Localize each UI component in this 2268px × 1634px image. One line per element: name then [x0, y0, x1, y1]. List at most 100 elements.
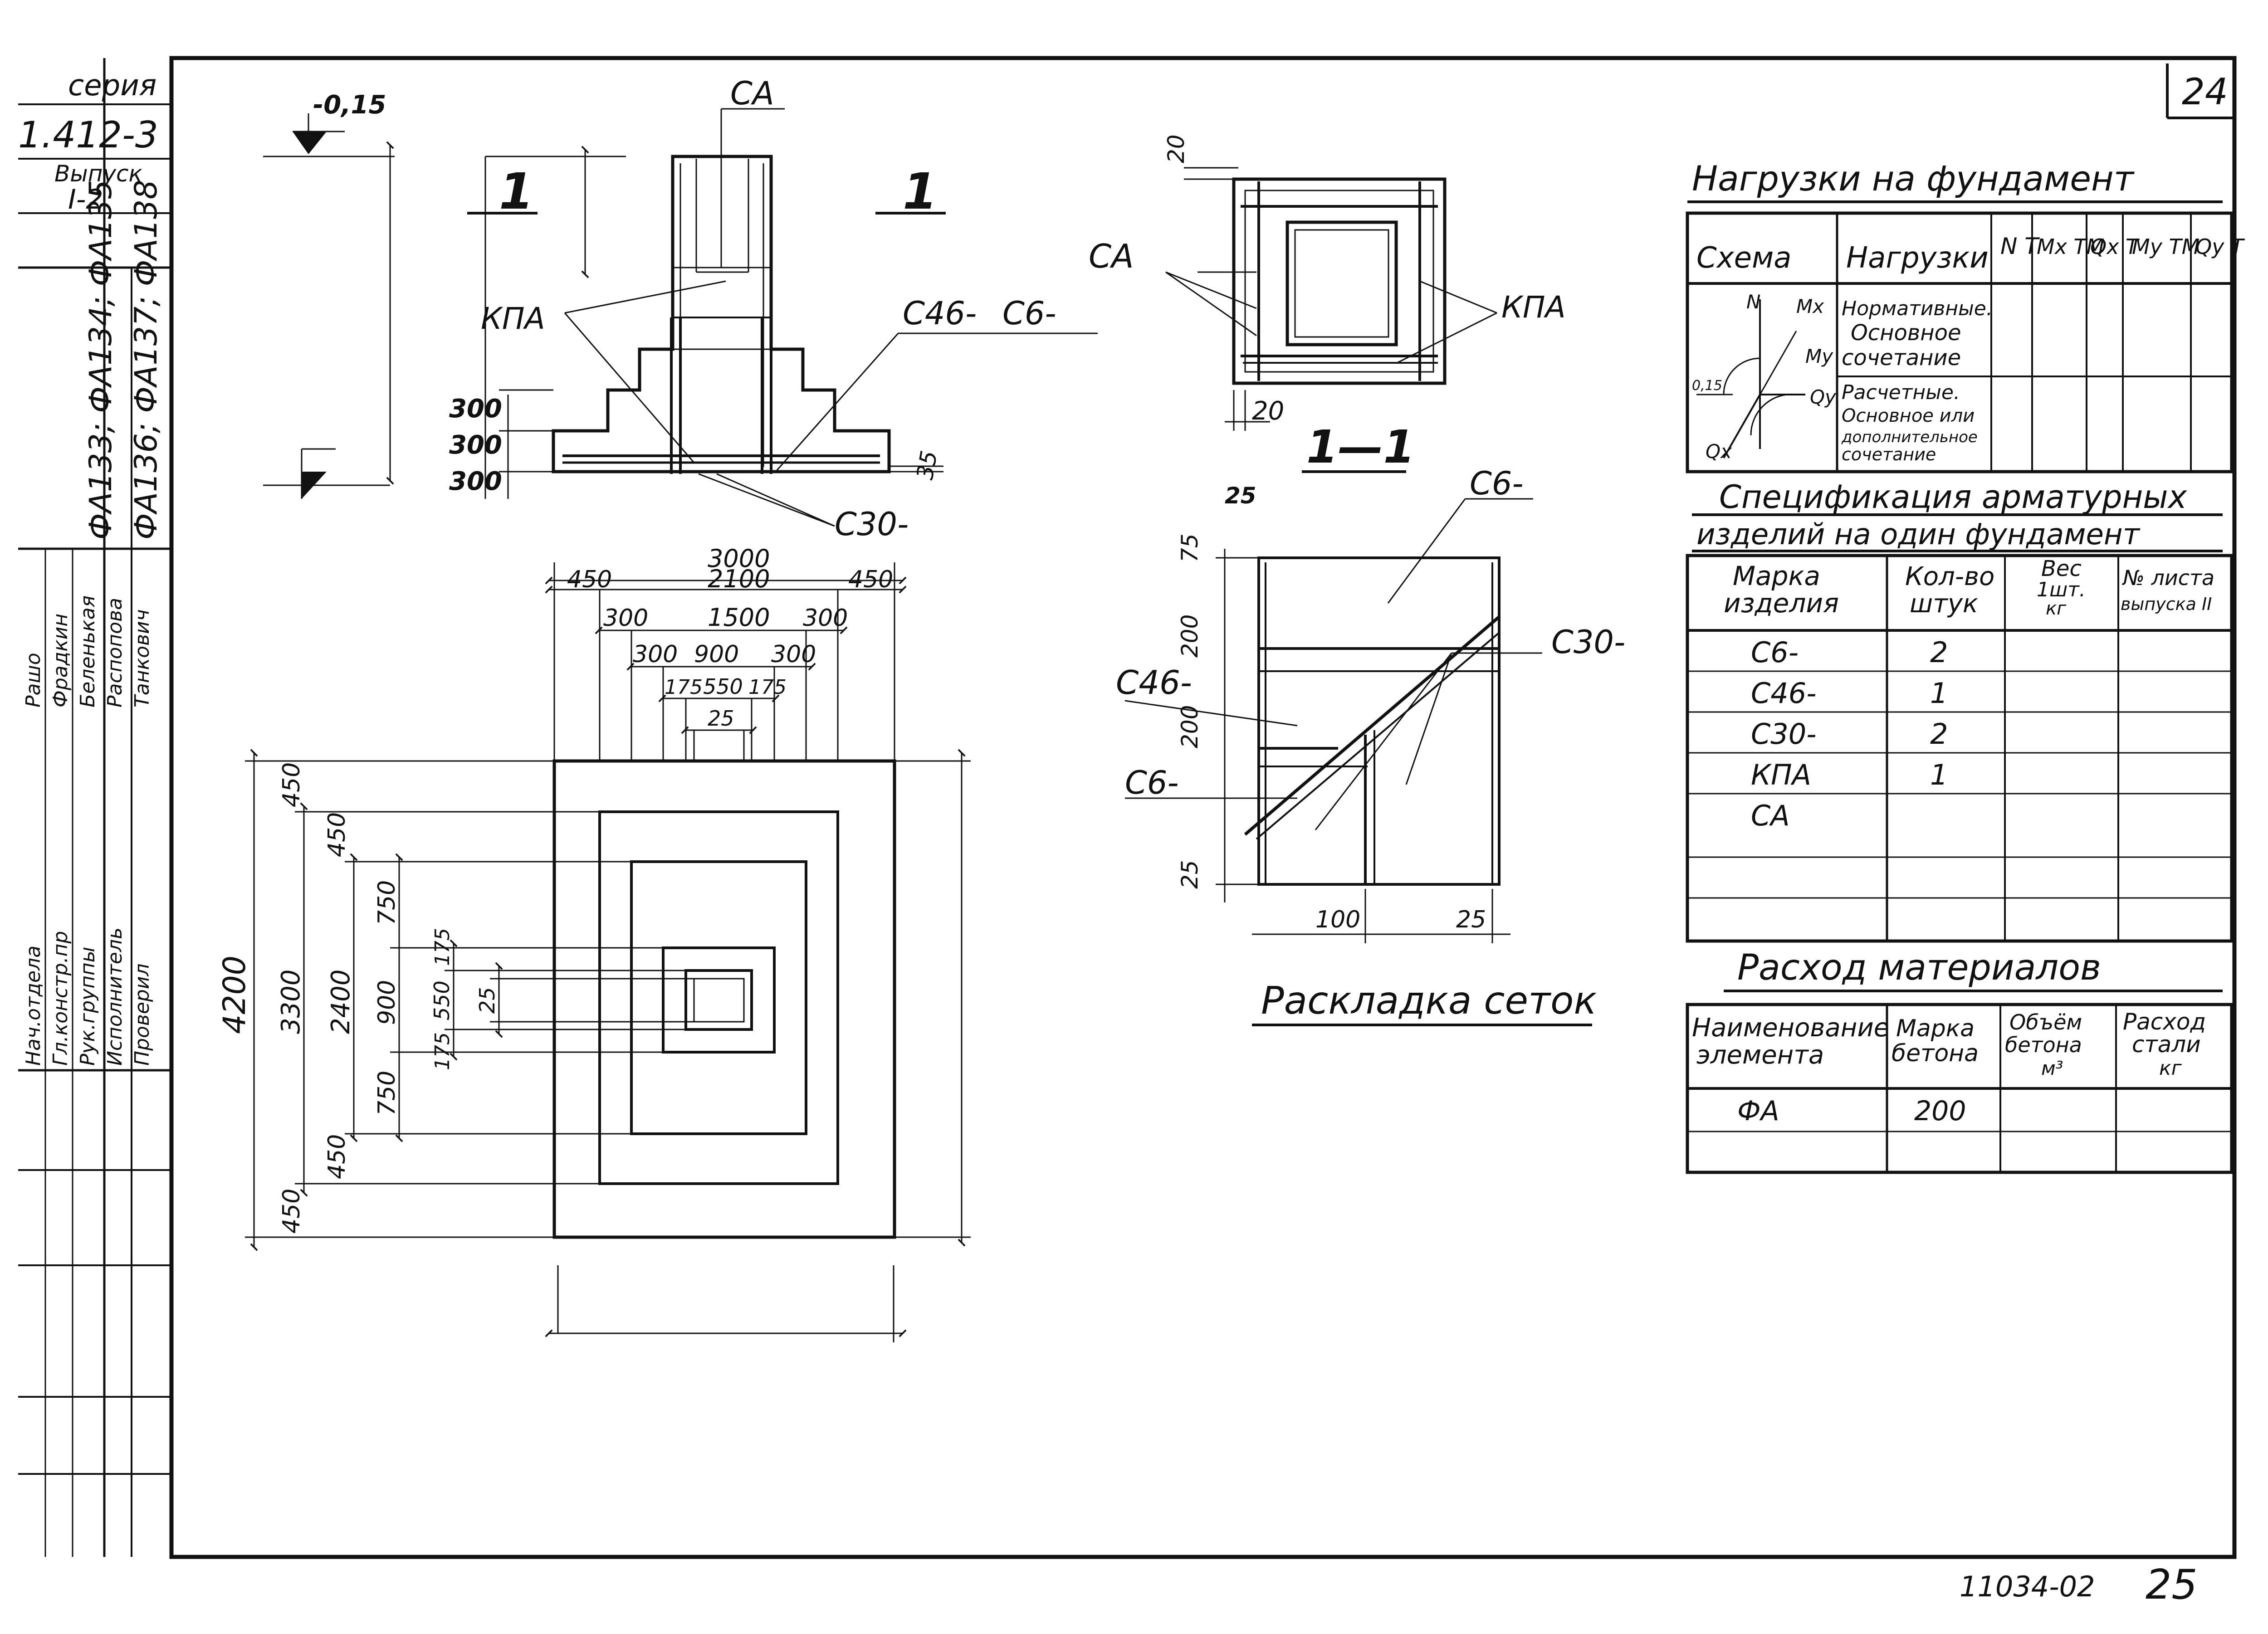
- col-label-kpa: КПА: [1501, 290, 1566, 325]
- plan-dim-r2-a: 450: [567, 566, 612, 593]
- bottom-page: 25: [2146, 1561, 2198, 1609]
- mat-h-name-1: Наименование: [1692, 1013, 1889, 1043]
- col-label-sa: СА: [1089, 237, 1134, 275]
- spec-row-qty: 1: [1930, 677, 1948, 710]
- mat-h-grade-2: бетона: [1892, 1040, 1979, 1067]
- mesh-dim-200a: 200: [1177, 615, 1203, 658]
- col-dim-top: 20: [1163, 134, 1189, 163]
- mesh-dim-200b: 200: [1177, 705, 1203, 748]
- scheme-mx: Mx: [1796, 295, 1824, 317]
- mesh-dim-25: 25: [1177, 860, 1203, 889]
- plan-dim-r4-c: 300: [771, 641, 816, 668]
- spec-row-mark: С46-: [1751, 677, 1817, 710]
- plan-dim-second-top: 450: [323, 812, 351, 857]
- sidebar-role: Рук.группы: [76, 947, 99, 1066]
- loads-h-my: My ТМ: [2132, 234, 2200, 259]
- mat-h-vol-3: м³: [2041, 1057, 2063, 1079]
- plan-dim-r3-b: 1500: [708, 603, 770, 632]
- mesh-dim-100: 100: [1315, 906, 1360, 933]
- sidebar-name: Рашо: [22, 653, 45, 707]
- loads-h-loads: Нагрузки: [1846, 241, 1989, 275]
- loads-title: Нагрузки на фундамент: [1692, 158, 2135, 199]
- plan-dim-fourth-bottom: 175: [431, 1032, 454, 1070]
- sidebar-title-block: [18, 58, 171, 1557]
- sidebar-name: Распопова: [103, 598, 127, 707]
- plan-dim-left-total: 4200: [217, 956, 253, 1034]
- plan-dim-third-bottom: 750: [373, 1071, 401, 1116]
- materials-title: Расход материалов: [1737, 947, 2101, 988]
- step-dim-1: 300: [449, 394, 502, 424]
- loads-h-scheme: Схема: [1696, 241, 1791, 275]
- plan-dim-r4-a: 300: [633, 641, 678, 668]
- spec-h-sheet-1: № листа: [2121, 566, 2214, 590]
- plan-dim-r6: 25: [708, 706, 734, 731]
- plan-dim-r5-b: 550: [703, 674, 743, 699]
- plan-dim-r2-c: 450: [848, 566, 893, 593]
- plan-dim-total: 3000: [708, 544, 770, 573]
- mesh-label-c6-top: С6-: [1470, 465, 1524, 502]
- spec-h-mark-2: изделия: [1724, 588, 1839, 619]
- elevation-label: -0,15: [313, 90, 386, 120]
- plan-dim-second-bottom: 450: [323, 1134, 351, 1179]
- spec-h-weight-3: кг: [2046, 598, 2067, 619]
- plan-dim-third-top: 750: [373, 880, 401, 925]
- loads-row1-l1: Нормативные.: [1842, 297, 1993, 320]
- spec-row-mark: СА: [1751, 799, 1790, 832]
- marks-line1: ФА133; ФА134; ФА135: [83, 180, 119, 540]
- loads-row2-l1: Расчетные.: [1842, 381, 1960, 404]
- spec-row-mark: КПА: [1751, 758, 1811, 791]
- plan-dim-r2-b: 2100: [708, 565, 770, 593]
- series-label: серия: [68, 69, 156, 102]
- spec-h-mark-1: Марка: [1733, 561, 1820, 591]
- mat-h-steel-2: стали: [2132, 1031, 2201, 1058]
- mesh-label-c6-bottom: С6-: [1125, 764, 1179, 801]
- mat-row-name: ФА: [1737, 1095, 1779, 1127]
- plan-dim-fourth-top: 175: [431, 928, 454, 966]
- step-dim-3: 300: [449, 467, 502, 496]
- loads-h-n: N Т: [2000, 233, 2040, 259]
- scheme-n: N: [1746, 291, 1760, 313]
- spec-row-qty: 2: [1930, 717, 1948, 751]
- mat-h-steel-1: Расход: [2123, 1009, 2206, 1035]
- plan-dim-r5-a: 175: [665, 676, 703, 699]
- mesh-label-c46: С46-: [1116, 663, 1192, 702]
- sidebar-name: Танкович: [131, 609, 154, 707]
- sidebar-role: Исполнитель: [103, 927, 127, 1066]
- sheet-frame: [169, 56, 2237, 1559]
- col-dim-bottom: 20: [1252, 396, 1284, 426]
- plan-dim-r5-c: 175: [748, 676, 787, 699]
- sidebar-name: Беленькая: [76, 595, 99, 707]
- plan-dim-fifth: 25: [475, 987, 499, 1014]
- plan-dim-r3-a: 300: [603, 605, 648, 632]
- bottom-code: 11034-02: [1960, 1570, 2095, 1603]
- label-kpa-section: КПА: [481, 301, 545, 336]
- plan-dim-r3-c: 300: [803, 605, 848, 632]
- marks-line2: ФА136; ФА137; ФА138: [128, 180, 164, 540]
- section-view: [263, 108, 1098, 527]
- issue-label: Выпуск: [54, 161, 142, 187]
- spec-row-qty: 2: [1930, 636, 1948, 669]
- label-c30-section: С30-: [835, 506, 909, 543]
- mesh-label-c30: С30-: [1551, 624, 1625, 661]
- plan-dim-fourth-mid: 550: [430, 980, 454, 1020]
- sheet-number: 24: [2182, 71, 2228, 113]
- spec-h-weight-1: Вес: [2041, 556, 2082, 581]
- loads-row2-l2: Основное или: [1842, 405, 1975, 426]
- loads-table: [1686, 211, 2234, 473]
- loads-h-mx: Mx ТМ: [2037, 234, 2104, 259]
- plan-view: [245, 562, 971, 1342]
- spec-row-mark: С30-: [1751, 717, 1817, 751]
- loads-row1-l3: сочетание: [1842, 345, 1961, 371]
- spec-h-sheet-2: выпуска II: [2121, 594, 2212, 614]
- materials-table: [1686, 1003, 2234, 1174]
- spec-table: [1686, 554, 2234, 943]
- spec-row-qty: 1: [1930, 758, 1948, 791]
- mat-h-vol-2: бетона: [2005, 1033, 2082, 1057]
- spec-row-mark: С6-: [1751, 636, 1799, 669]
- plan-dim-left-col2: 3300: [276, 969, 306, 1034]
- mat-h-name-2: элемента: [1696, 1040, 1824, 1070]
- label-c6-section: С6-: [1002, 295, 1056, 332]
